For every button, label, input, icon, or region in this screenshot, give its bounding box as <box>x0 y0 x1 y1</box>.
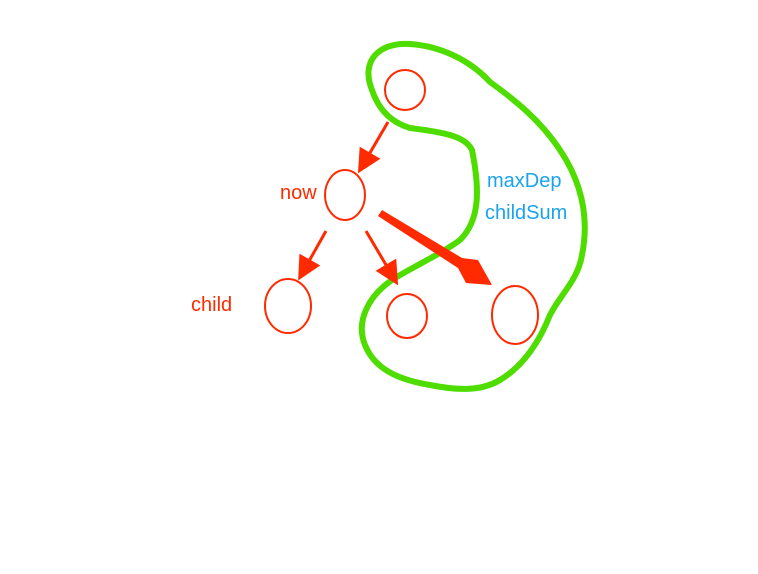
root-node <box>384 69 426 111</box>
arrow-root-to-now <box>357 121 390 174</box>
child-node <box>264 278 312 334</box>
thick-arrow-now-to-right-child <box>378 210 492 285</box>
arrow-now-to-child <box>298 230 328 281</box>
child-sum-label: childSum <box>485 202 568 224</box>
highlight-loop <box>358 40 588 392</box>
right-child-node <box>491 285 539 345</box>
middle-child-node <box>386 293 428 339</box>
child-label: child <box>191 294 233 316</box>
arrow-now-to-middle-child <box>364 230 399 286</box>
now-node <box>324 169 366 221</box>
max-dep-label: maxDep <box>487 170 562 192</box>
now-label: now <box>280 182 317 204</box>
